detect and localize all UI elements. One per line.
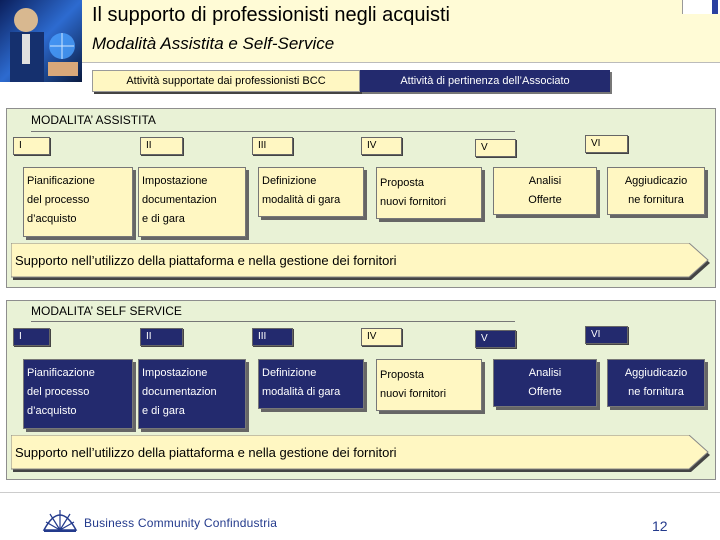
panel-title: MODALITA’ ASSISTITA (31, 113, 156, 127)
phase-box-5: Analisi Offerte (493, 167, 597, 215)
phase-numeral: III (252, 328, 293, 346)
phase-numeral: II (140, 328, 183, 346)
phase-line: Offerte (497, 383, 593, 402)
phase-numeral: II (140, 137, 183, 155)
phase-line: Definizione (262, 172, 360, 191)
phase-line: d’acquisto (27, 210, 129, 229)
panel-title-rule (31, 321, 515, 322)
phase-line: Impostazione (142, 364, 242, 383)
phase-line: Analisi (497, 364, 593, 383)
phase-numeral: III (252, 137, 293, 155)
phase-numeral: IV (361, 328, 402, 346)
phase-box-4: Proposta nuovi fornitori (376, 167, 482, 219)
legend-associate: Attività di pertinenza dell’Associato (360, 70, 610, 92)
bcc-logo-icon (40, 504, 80, 539)
support-text: Supporto nell’utilizzo della piattaforma… (15, 445, 397, 460)
phase-line: Proposta (380, 174, 478, 193)
panel-title: MODALITA’ SELF SERVICE (31, 304, 182, 318)
phase-line: d’acquisto (27, 402, 129, 421)
phase-line: del processo (27, 383, 129, 402)
phase-numeral: I (13, 328, 50, 346)
phase-line: e di gara (142, 210, 242, 229)
phase-line: Pianificazione (27, 172, 129, 191)
phase-line: Proposta (380, 366, 478, 385)
phase-line: Analisi (497, 172, 593, 191)
header-photo (0, 0, 82, 82)
phase-box-4: Proposta nuovi fornitori (376, 359, 482, 411)
phase-numeral: V (475, 330, 516, 348)
footer-divider (0, 492, 720, 493)
panel-self-service: MODALITA’ SELF SERVICE I II III IV V VI … (6, 300, 716, 480)
page-subtitle: Modalità Assistita e Self-Service (92, 34, 334, 54)
phase-box-2: Impostazione documentazion e di gara (138, 167, 246, 237)
phase-line: modalità di gara (262, 383, 360, 402)
support-text: Supporto nell’utilizzo della piattaforma… (15, 253, 397, 268)
phase-box-3: Definizione modalità di gara (258, 359, 364, 409)
legend-professional: Attività supportate dai professionisti B… (92, 70, 360, 92)
phase-numeral: IV (361, 137, 402, 155)
phase-line: nuovi fornitori (380, 193, 478, 212)
corner-bar (712, 0, 718, 14)
phase-box-1: Pianificazione del processo d’acquisto (23, 359, 133, 429)
phase-line: nuovi fornitori (380, 385, 478, 404)
phase-numeral: VI (585, 135, 628, 153)
phase-box-6: Aggiudicazio ne fornitura (607, 359, 705, 407)
phase-box-2: Impostazione documentazion e di gara (138, 359, 246, 429)
phase-line: del processo (27, 191, 129, 210)
phase-box-6: Aggiudicazio ne fornitura (607, 167, 705, 215)
phase-line: Pianificazione (27, 364, 129, 383)
logo-shell-icon (40, 504, 80, 534)
phase-line: e di gara (142, 402, 242, 421)
phase-line: Aggiudicazio (611, 364, 701, 383)
phase-line: Aggiudicazio (611, 172, 701, 191)
phase-numeral: I (13, 137, 50, 155)
phase-line: Definizione (262, 364, 360, 383)
phase-line: Offerte (497, 191, 593, 210)
header-photo-image (0, 0, 82, 82)
panel-title-rule (31, 131, 515, 132)
phase-line: modalità di gara (262, 191, 360, 210)
header-divider (82, 62, 720, 63)
phase-line: ne fornitura (611, 383, 701, 402)
phase-box-1: Pianificazione del processo d’acquisto (23, 167, 133, 237)
phase-box-5: Analisi Offerte (493, 359, 597, 407)
panel-assistita: MODALITA’ ASSISTITA I II III IV V VI Pia… (6, 108, 716, 288)
phase-numeral: VI (585, 326, 628, 344)
phase-line: Impostazione (142, 172, 242, 191)
phase-line: documentazion (142, 191, 242, 210)
page-title: Il supporto di professionisti negli acqu… (92, 4, 450, 27)
page-number: 12 (652, 518, 668, 534)
phase-box-3: Definizione modalità di gara (258, 167, 364, 217)
logo-text: Business Community Confindustria (84, 516, 277, 530)
phase-line: ne fornitura (611, 191, 701, 210)
phase-line: documentazion (142, 383, 242, 402)
phase-numeral: V (475, 139, 516, 157)
